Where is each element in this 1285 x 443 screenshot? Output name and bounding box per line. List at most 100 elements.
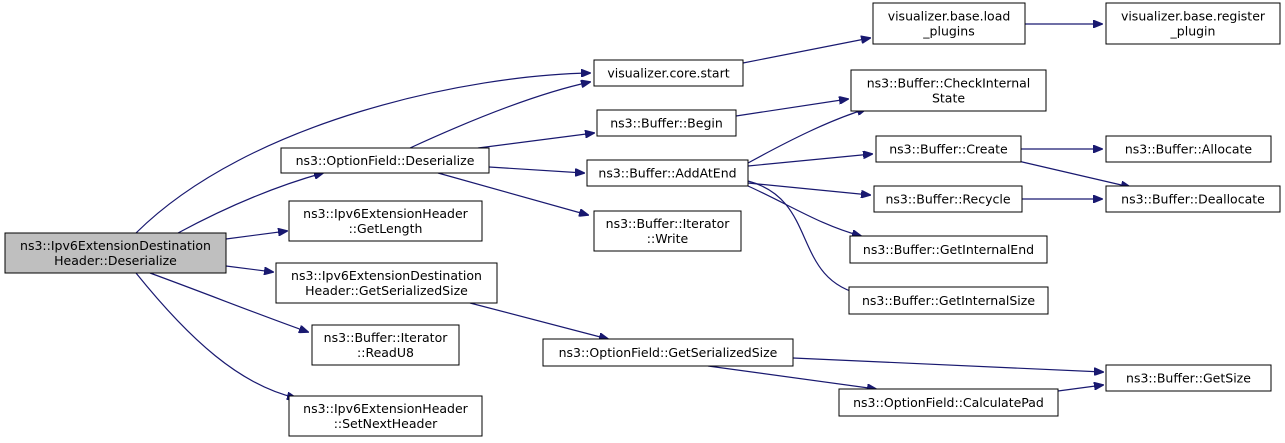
node-box bbox=[542, 338, 794, 367]
edge-root-to-core_start bbox=[135, 73, 590, 234]
node-box bbox=[593, 59, 744, 87]
node-label: visualizer.core.start bbox=[607, 66, 729, 81]
node-option-get-serialized-size[interactable]: ns3::OptionField::GetSerializedSize bbox=[542, 338, 794, 367]
node-label: visualizer.base.load bbox=[888, 9, 1011, 24]
node-box bbox=[1105, 364, 1272, 392]
node-iterator-write[interactable]: ns3::Buffer::Iterator::Write bbox=[593, 210, 742, 252]
node-label: ns3::Ipv6ExtensionHeader bbox=[303, 401, 469, 416]
edge-calculate_pad-to-buffer_get_size bbox=[1057, 385, 1103, 392]
edge-root-to-option_deserialize bbox=[177, 173, 323, 234]
node-buffer-create[interactable]: ns3::Buffer::Create bbox=[875, 135, 1022, 163]
edge-option_get_serialized_size-to-buffer_get_size bbox=[792, 357, 1103, 372]
node-ext-set-next-header[interactable]: ns3::Ipv6ExtensionHeader::SetNextHeader bbox=[288, 395, 483, 437]
node-label: ::GetLength bbox=[349, 221, 423, 236]
node-load-plugins[interactable]: visualizer.base.load_plugins bbox=[872, 2, 1026, 45]
node-label: ns3::Buffer::Begin bbox=[610, 116, 723, 131]
node-box bbox=[288, 395, 483, 437]
node-label: ns3::Ipv6ExtensionHeader bbox=[303, 206, 469, 221]
node-calculate-pad[interactable]: ns3::OptionField::CalculatePad bbox=[838, 388, 1059, 417]
node-label: ::SetNextHeader bbox=[334, 416, 438, 431]
edge-buffer_begin-to-check_internal_state bbox=[735, 99, 848, 117]
edge-buffer_add_at_end-to-get_internal_end bbox=[747, 185, 861, 236]
edge-root-to-dest_get_serialized_size bbox=[225, 265, 273, 272]
node-dest-get-serialized-size[interactable]: ns3::Ipv6ExtensionDestinationHeader::Get… bbox=[275, 262, 498, 304]
node-label: ::Write bbox=[647, 231, 689, 246]
edge-option_deserialize-to-iterator_write bbox=[437, 172, 588, 215]
node-core-start[interactable]: visualizer.core.start bbox=[593, 59, 744, 87]
node-box bbox=[848, 286, 1049, 315]
node-label: State bbox=[932, 91, 965, 106]
node-label: ns3::Ipv6ExtensionDestination bbox=[20, 238, 211, 253]
node-label: ns3::Buffer::Deallocate bbox=[1121, 192, 1265, 207]
node-label: ns3::Buffer::Recycle bbox=[885, 192, 1010, 207]
node-buffer-begin[interactable]: ns3::Buffer::Begin bbox=[596, 109, 737, 137]
node-label: ns3::Buffer::GetSize bbox=[1126, 371, 1251, 386]
node-label: ns3::Buffer::Allocate bbox=[1125, 142, 1253, 157]
node-label: _plugins bbox=[922, 24, 974, 39]
edge-option_deserialize-to-core_start bbox=[409, 82, 590, 149]
node-box bbox=[288, 200, 483, 242]
node-box bbox=[849, 235, 1048, 264]
edge-option_get_serialized_size-to-calculate_pad bbox=[707, 365, 876, 389]
edge-option_deserialize-to-buffer_add_at_end bbox=[488, 166, 584, 173]
node-box bbox=[4, 232, 227, 274]
node-label: ns3::Buffer::Iterator bbox=[324, 330, 449, 345]
node-label: ns3::Buffer::Create bbox=[889, 142, 1008, 157]
node-label: ns3::Buffer::GetInternalEnd bbox=[863, 242, 1034, 257]
node-label: Header::Deserialize bbox=[54, 253, 177, 268]
edge-root-to-iterator_readu8 bbox=[149, 272, 308, 332]
node-box bbox=[311, 324, 460, 366]
node-buffer-allocate[interactable]: ns3::Buffer::Allocate bbox=[1105, 135, 1272, 163]
node-box bbox=[1105, 135, 1272, 163]
node-box bbox=[875, 135, 1022, 163]
node-box bbox=[596, 109, 737, 137]
node-root[interactable]: ns3::Ipv6ExtensionDestinationHeader::Des… bbox=[4, 232, 227, 274]
node-buffer-get-size[interactable]: ns3::Buffer::GetSize bbox=[1105, 364, 1272, 392]
node-label: _plugin bbox=[1170, 24, 1216, 39]
node-label: ns3::OptionField::CalculatePad bbox=[853, 395, 1044, 410]
node-box bbox=[850, 69, 1047, 112]
edge-dest_get_serialized_size-to-option_get_serialized_size bbox=[469, 302, 608, 339]
node-label: ::ReadU8 bbox=[357, 345, 414, 360]
node-get-internal-end[interactable]: ns3::Buffer::GetInternalEnd bbox=[849, 235, 1048, 264]
node-iterator-readu8[interactable]: ns3::Buffer::Iterator::ReadU8 bbox=[311, 324, 460, 366]
node-label: ns3::Ipv6ExtensionDestination bbox=[291, 268, 482, 283]
edge-buffer_add_at_end-to-check_internal_state bbox=[747, 109, 866, 164]
edges bbox=[135, 24, 1130, 398]
node-option-deserialize[interactable]: ns3::OptionField::Deserialize bbox=[280, 147, 490, 174]
node-ext-get-length[interactable]: ns3::Ipv6ExtensionHeader::GetLength bbox=[288, 200, 483, 242]
node-box bbox=[838, 388, 1059, 417]
node-box bbox=[593, 210, 742, 252]
node-label: ns3::Buffer::Iterator bbox=[606, 216, 731, 231]
node-get-internal-size[interactable]: ns3::Buffer::GetInternalSize bbox=[848, 286, 1049, 315]
node-buffer-recycle[interactable]: ns3::Buffer::Recycle bbox=[873, 185, 1023, 213]
node-buffer-add-at-end[interactable]: ns3::Buffer::AddAtEnd bbox=[586, 159, 749, 187]
node-register-plugin[interactable]: visualizer.base.register_plugin bbox=[1105, 2, 1281, 45]
node-label: ns3::Buffer::CheckInternal bbox=[867, 76, 1031, 91]
node-label: ns3::OptionField::GetSerializedSize bbox=[559, 345, 778, 360]
node-label: ns3::Buffer::AddAtEnd bbox=[598, 166, 736, 181]
node-buffer-deallocate[interactable]: ns3::Buffer::Deallocate bbox=[1105, 185, 1281, 213]
edge-buffer_add_at_end-to-get_internal_size bbox=[747, 180, 864, 295]
node-box bbox=[280, 147, 490, 174]
edge-buffer_add_at_end-to-buffer_recycle bbox=[747, 182, 870, 195]
edge-buffer_add_at_end-to-buffer_create bbox=[747, 154, 872, 167]
node-box bbox=[1105, 2, 1281, 45]
edge-option_deserialize-to-buffer_begin bbox=[477, 133, 594, 149]
node-label: visualizer.base.register bbox=[1121, 9, 1266, 24]
edge-buffer_create-to-buffer_deallocate bbox=[1017, 160, 1130, 187]
node-box bbox=[873, 185, 1023, 213]
edge-root-to-ext_get_length bbox=[225, 231, 287, 240]
node-label: ns3::Buffer::GetInternalSize bbox=[862, 293, 1035, 308]
node-label: ns3::OptionField::Deserialize bbox=[296, 153, 475, 168]
node-label: Header::GetSerializedSize bbox=[305, 283, 468, 298]
nodes: ns3::Ipv6ExtensionDestinationHeader::Des… bbox=[4, 2, 1281, 437]
edge-core_start-to-load_plugins bbox=[742, 38, 870, 64]
node-box bbox=[275, 262, 498, 304]
edge-root-to-ext_set_next_header bbox=[135, 272, 296, 398]
node-box bbox=[1105, 185, 1281, 213]
node-box bbox=[872, 2, 1026, 45]
